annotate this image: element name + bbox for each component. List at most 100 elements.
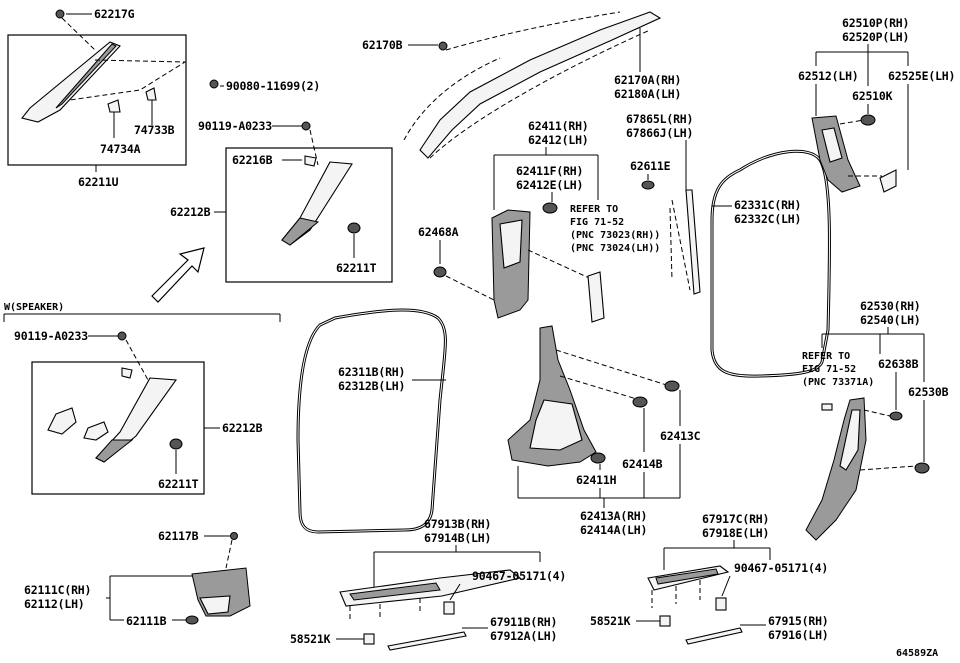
clip-74733B (145, 87, 157, 101)
door-opening-trim-67865L (685, 189, 701, 295)
clip-62530B (914, 462, 930, 474)
clip-62414B (632, 396, 648, 408)
clip-62117B (230, 532, 238, 540)
label-62520P: 62520P(LH) (842, 30, 909, 44)
clip-74734A (107, 99, 121, 113)
label-67915: 67915(RH) (768, 614, 829, 628)
clip-62411H (590, 452, 606, 464)
label-62170B: 62170B (362, 38, 403, 52)
rear-pillar-garnish-panel (821, 127, 843, 163)
label-67865L: 67865L(RH) (626, 112, 693, 126)
center-pillar-upper-panel (499, 219, 523, 269)
label-67916: 67916(LH) (768, 628, 829, 642)
clip-62413C (664, 380, 680, 392)
label-62412E: 62412E(LH) (516, 178, 583, 192)
clip-62170B (438, 41, 448, 51)
clip-58521K-left (363, 633, 375, 645)
screw-90119-top (301, 121, 311, 131)
label-62638B: 62638B (878, 357, 919, 371)
label-62530: 62530(RH) (860, 299, 921, 313)
clip-62211T-top (347, 222, 361, 234)
label-58521K-left: 58521K (290, 632, 331, 646)
bolt-90080 (209, 79, 219, 89)
scuff-plate-67913B-band (349, 582, 441, 601)
clip-58521K-right (659, 615, 671, 627)
label-62468A: 62468A (418, 225, 459, 239)
roof-side-rail-garnish-62170A (419, 11, 662, 159)
label-62211T-bot: 62211T (158, 477, 199, 491)
refer2-line3: (PNC 73371A) (802, 377, 874, 388)
label-62112: 62112(LH) (24, 597, 85, 611)
label-62216B: 62216B (232, 153, 273, 167)
label-62170A: 62170A(RH) (614, 73, 681, 87)
label-74734A: 74734A (100, 142, 141, 156)
label-90080: 90080-11699(2) (226, 79, 320, 93)
rear-pillar-lower-panel (839, 409, 861, 471)
label-62180A: 62180A(LH) (614, 87, 681, 101)
label-62611E: 62611E (630, 159, 671, 173)
label-62510K: 62510K (852, 89, 893, 103)
label-67912A: 67912A(LH) (490, 629, 557, 643)
clip-62216B (304, 155, 317, 167)
label-67914B: 67914B(LH) (424, 531, 491, 545)
cowl-side-trim-lower (199, 595, 231, 615)
label-62212B-top: 62212B (170, 205, 211, 219)
scuff-strip-67911B (387, 631, 467, 651)
label-62411F: 62411F(RH) (516, 164, 583, 178)
refer1-line2: FIG 71-52 (570, 217, 624, 228)
refer1-line4: (PNC 73024(LH)) (570, 243, 660, 254)
door-weatherstrip-62311B (296, 308, 447, 534)
label-62525E: 62525E(LH) (888, 69, 955, 83)
clip-62211T-bot (169, 438, 183, 450)
label-62117B: 62117B (158, 529, 199, 543)
screw-90119-bot (117, 331, 127, 341)
label-62530B: 62530B (908, 385, 949, 399)
label-62413A: 62413A(RH) (580, 509, 647, 523)
trim-cover-62525E (879, 169, 897, 193)
label-62413C: 62413C (660, 429, 701, 443)
scuff-strip-67915 (685, 627, 743, 645)
label-62331C: 62331C(RH) (734, 198, 801, 212)
label-62217G: 62217G (94, 7, 135, 21)
label-62540: 62540(LH) (860, 313, 921, 327)
label-74733B: 74733B (134, 123, 175, 137)
clip-bot-upper (121, 367, 133, 379)
box-62212B-top (225, 147, 393, 283)
label-67866J: 67866J(LH) (626, 126, 693, 140)
box-62211U (7, 34, 187, 166)
label-62332C: 62332C(LH) (734, 212, 801, 226)
clip-73371A (821, 403, 833, 411)
refer1-line1: REFER TO (570, 204, 618, 215)
label-67913B: 67913B(RH) (424, 517, 491, 531)
garnish-62212B-bot-lower (95, 439, 134, 463)
pillar-garnish-edge (55, 43, 117, 109)
label-67911B: 67911B(RH) (490, 615, 557, 629)
label-90119-top: 90119-A0233 (198, 119, 272, 133)
diagram-id: 64589ZA (896, 648, 938, 659)
label-67917C: 67917C(RH) (702, 512, 769, 526)
clip-62638B (889, 411, 903, 421)
clip-62217G (55, 9, 65, 19)
label-90119-bot: 90119-A0233 (14, 329, 88, 343)
label-62411: 62411(RH) (528, 119, 589, 133)
label-62312B: 62312B(LH) (338, 379, 405, 393)
clip-62468A (433, 266, 447, 278)
label-62211U: 62211U (78, 175, 119, 189)
label-62212B-bot: 62212B (222, 421, 263, 435)
label-62311B: 62311B(RH) (338, 365, 405, 379)
refer1-line3: (PNC 73023(RH)) (570, 230, 660, 241)
label-62512: 62512(LH) (798, 69, 859, 83)
label-90467-left: 90467-05171(4) (472, 569, 566, 583)
label-wspeaker: W(SPEAKER) (4, 302, 64, 313)
speaker-grille-part (47, 407, 77, 435)
speaker-cover-part (83, 421, 109, 441)
refer2-line1: REFER TO (802, 351, 850, 362)
door-weatherstrip-62331C (710, 149, 832, 378)
label-62111B: 62111B (126, 614, 167, 628)
label-62414A: 62414A(LH) (580, 523, 647, 537)
clip-62111B (185, 615, 199, 625)
label-62414B: 62414B (622, 457, 663, 471)
label-62412: 62412(LH) (528, 133, 589, 147)
label-62211T-top: 62211T (336, 261, 377, 275)
